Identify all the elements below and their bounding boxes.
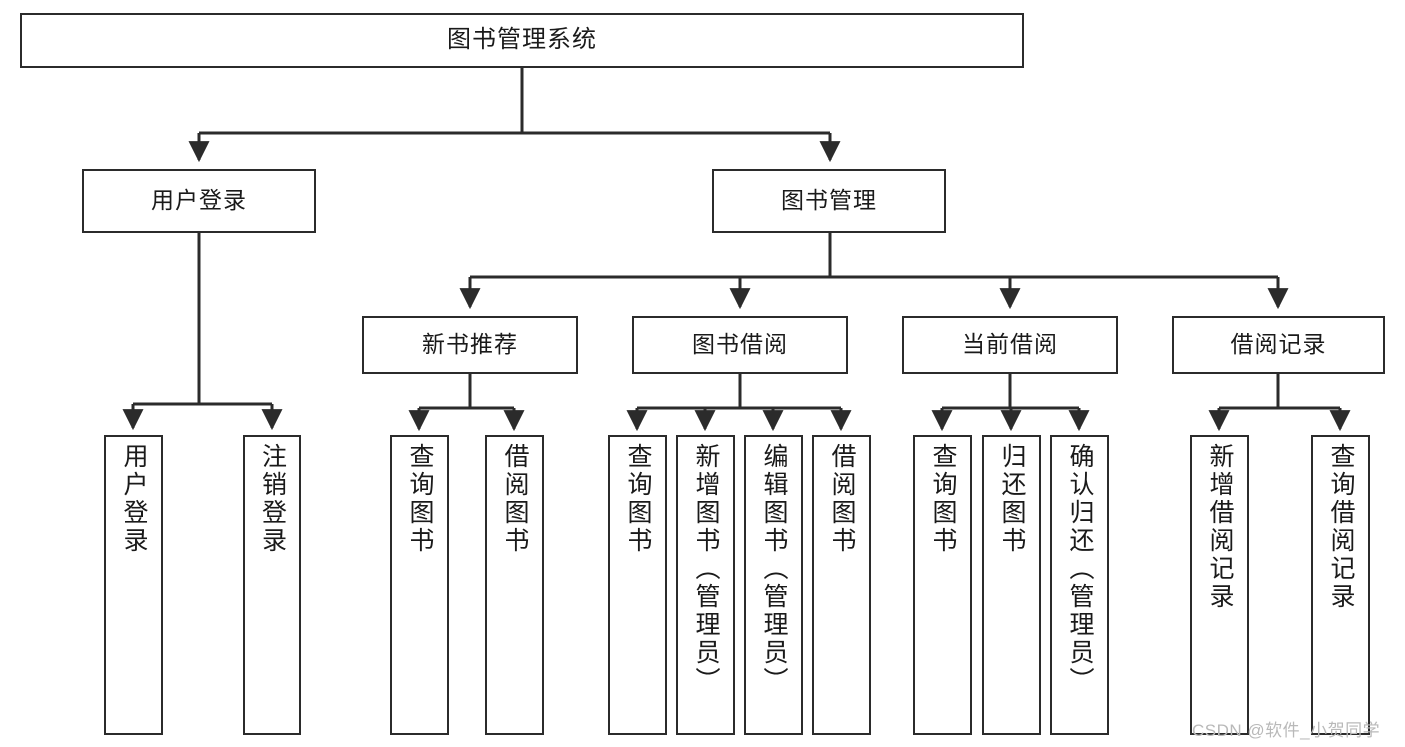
node-leaf-query-book-2-label: 查询图书 [624,443,652,555]
node-book-manage-label: 图书管理 [781,187,877,214]
node-leaf-logout[interactable]: 注销登录 [243,435,301,735]
node-leaf-confirm-return[interactable]: 确认归还（管理员） [1050,435,1109,735]
csdn-watermark: CSDN @软件_小贺同学 [1192,721,1381,740]
node-book-borrow[interactable]: 图书借阅 [632,316,848,374]
node-leaf-return-book-label: 归还图书 [998,443,1026,555]
node-leaf-logout-label: 注销登录 [258,443,287,555]
node-borrow-record-label: 借阅记录 [1230,331,1327,358]
node-leaf-query-book-1[interactable]: 查询图书 [390,435,449,735]
node-leaf-edit-book[interactable]: 编辑图书（管理员） [744,435,803,735]
node-root-label: 图书管理系统 [447,26,597,54]
node-leaf-user-login-label: 用户登录 [120,443,148,555]
node-leaf-add-book-label: 新增图书（管理员） [692,443,720,695]
node-leaf-borrow-book-2-label: 借阅图书 [828,443,856,555]
node-leaf-query-record[interactable]: 查询借阅记录 [1311,435,1370,735]
node-borrow-record[interactable]: 借阅记录 [1172,316,1385,374]
node-leaf-borrow-book-1[interactable]: 借阅图书 [485,435,544,735]
node-book-borrow-label: 图书借阅 [692,331,788,358]
node-leaf-borrow-book-2[interactable]: 借阅图书 [812,435,871,735]
node-leaf-edit-book-label: 编辑图书（管理员） [760,443,788,695]
node-leaf-return-book[interactable]: 归还图书 [982,435,1041,735]
node-new-book-recommend-label: 新书推荐 [422,331,518,358]
node-leaf-user-login[interactable]: 用户登录 [104,435,163,735]
node-user-login-label: 用户登录 [151,187,247,214]
node-new-book-recommend[interactable]: 新书推荐 [362,316,578,374]
node-current-borrow[interactable]: 当前借阅 [902,316,1118,374]
node-leaf-borrow-book-1-label: 借阅图书 [501,443,529,555]
node-user-login[interactable]: 用户登录 [82,169,316,233]
node-leaf-query-book-3[interactable]: 查询图书 [913,435,972,735]
node-leaf-add-record-label: 新增借阅记录 [1206,443,1234,611]
node-leaf-add-record[interactable]: 新增借阅记录 [1190,435,1249,735]
node-leaf-query-book-2[interactable]: 查询图书 [608,435,667,735]
node-current-borrow-label: 当前借阅 [962,331,1058,358]
node-leaf-query-book-1-label: 查询图书 [406,443,434,555]
node-leaf-add-book[interactable]: 新增图书（管理员） [676,435,735,735]
node-root[interactable]: 图书管理系统 [20,13,1024,68]
node-leaf-query-record-label: 查询借阅记录 [1327,443,1355,611]
node-book-manage[interactable]: 图书管理 [712,169,946,233]
node-leaf-confirm-return-label: 确认归还（管理员） [1066,443,1094,695]
node-leaf-query-book-3-label: 查询图书 [929,443,957,555]
